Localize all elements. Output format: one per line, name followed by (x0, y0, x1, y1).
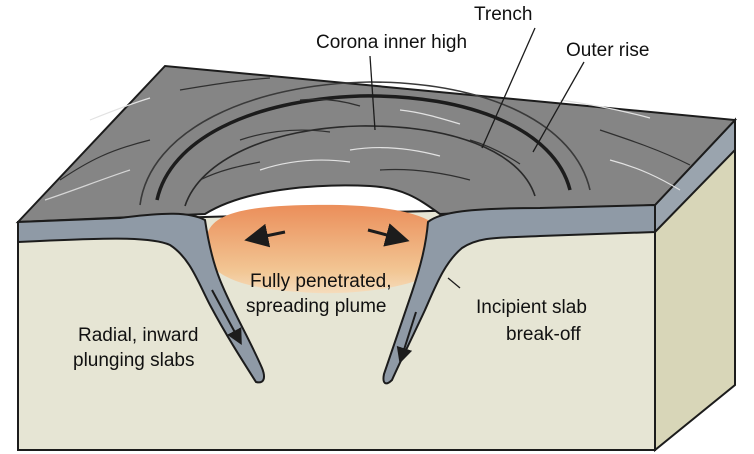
label-radial-line2: plunging slabs (73, 350, 194, 371)
label-plume-line2: spreading plume (246, 296, 386, 317)
label-outer-rise: Outer rise (566, 40, 649, 61)
block-top-surface (18, 66, 735, 222)
label-plume-line1: Fully penetrated, (250, 271, 392, 292)
label-breakoff-line2: break-off (506, 324, 581, 345)
label-trench: Trench (474, 4, 532, 25)
label-radial-line1: Radial, inward (78, 325, 198, 346)
label-breakoff-line1: Incipient slab (476, 297, 587, 318)
label-corona-inner-high: Corona inner high (316, 32, 467, 53)
